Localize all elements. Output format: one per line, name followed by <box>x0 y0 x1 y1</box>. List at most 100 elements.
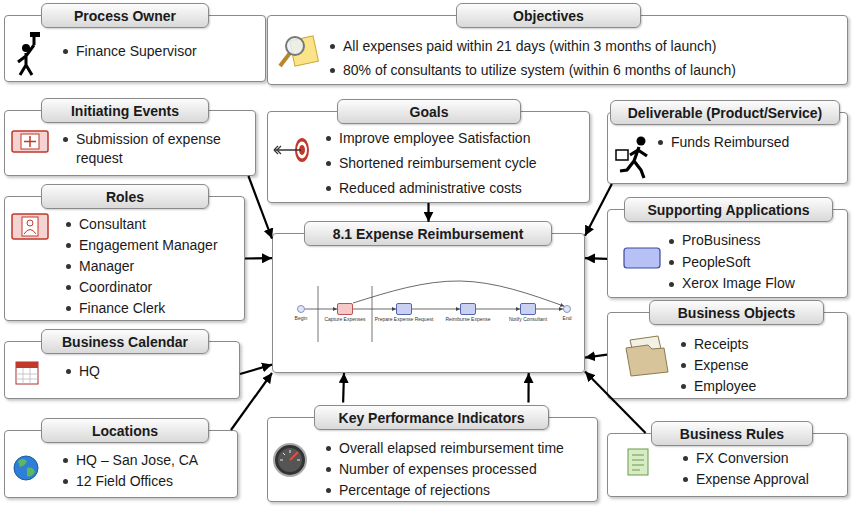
section-box: LocationsHQ – San Jose, CA12 Field Offic… <box>4 430 238 498</box>
section-heading: Roles <box>106 189 144 205</box>
section-heading: Business Objects <box>678 305 796 321</box>
bullet-text: All expenses paid within 21 days (within… <box>343 34 845 58</box>
section-tab: Business Rules <box>651 421 813 446</box>
section-heading: Business Calendar <box>62 334 188 350</box>
section-heading: Deliverable (Product/Service) <box>628 105 823 121</box>
section-heading: Process Owner <box>74 8 176 24</box>
section-box: GoalsImprove employee SatisfactionShorte… <box>267 111 590 203</box>
bullet-text: Finance Clerk <box>79 298 239 319</box>
section-body: Improve employee SatisfactionShortened r… <box>339 126 579 201</box>
section-body: HQ <box>79 361 229 382</box>
task-box: Reimburse Expense <box>460 303 476 315</box>
section-body: Overall elapsed reimbursement timeNumber… <box>339 438 594 501</box>
task-label: Capture Expenses <box>324 316 365 322</box>
bullet-text: Coordinator <box>79 277 239 298</box>
input-arrow <box>240 365 272 374</box>
section-box: Process OwnerFinance Supervisor <box>4 15 266 82</box>
section-tab: Key Performance Indicators <box>314 405 549 430</box>
bullet-text: Expense Approval <box>696 469 846 490</box>
bullet-text: PeopleSoft <box>682 252 842 274</box>
task-label: Prepare Expense Request <box>375 316 434 322</box>
section-body: Funds Reimbursed <box>671 131 841 153</box>
task-label: Notify Consultant <box>509 316 547 322</box>
event-circle: Begin <box>297 305 305 313</box>
task-box: Capture Expenses <box>337 303 353 315</box>
section-tab: Process Owner <box>41 3 209 28</box>
bullet-text: Expense <box>694 355 844 376</box>
section-box: RolesConsultantEngagement ManagerManager… <box>4 196 245 321</box>
section-tab: Goals <box>337 99 521 124</box>
section-heading: Goals <box>410 104 449 120</box>
section-tab: Roles <box>41 184 209 209</box>
section-tab: Supporting Applications <box>624 197 833 222</box>
section-heading: Locations <box>92 423 158 439</box>
bullet-text: ProBusiness <box>682 230 842 252</box>
bullet-text: Engagement Manager <box>79 235 239 256</box>
task-label: End <box>563 315 572 321</box>
section-tab: Initiating Events <box>41 98 209 123</box>
bullet-text: Employee <box>694 376 844 397</box>
section-heading: Business Rules <box>680 426 784 442</box>
section-box: Deliverable (Product/Service)Funds Reimb… <box>607 112 848 184</box>
task-box: Notify Consultant <box>520 303 536 315</box>
input-arrow <box>427 203 429 222</box>
bullet-text: 80% of consultants to utilize system (wi… <box>343 58 845 82</box>
bullet-text: Submission of expense request <box>76 130 241 168</box>
bullet-text: FX Conversion <box>696 448 846 469</box>
section-heading: Key Performance Indicators <box>339 410 525 426</box>
section-box: Business RulesFX ConversionExpense Appro… <box>607 433 848 497</box>
section-box: Business ObjectsReceiptsExpenseEmployee <box>607 312 848 399</box>
section-body: ProBusinessPeopleSoftXerox Image Flow <box>682 230 842 295</box>
input-arrow <box>245 257 272 259</box>
section-body: FX ConversionExpense Approval <box>696 448 846 490</box>
section-heading: Supporting Applications <box>647 202 809 218</box>
task-label: Reimburse Expense <box>445 316 490 322</box>
section-body: ReceiptsExpenseEmployee <box>694 334 844 397</box>
bullet-text: Manager <box>79 256 239 277</box>
event-outline <box>563 305 570 312</box>
section-tab: Objectives <box>456 3 641 28</box>
section-heading: Initiating Events <box>71 103 179 119</box>
bullet-text: Percentage of rejections <box>339 480 594 501</box>
input-arrow <box>342 373 345 403</box>
section-tab: Locations <box>41 418 209 443</box>
connector-group <box>231 176 646 433</box>
bullet-text: Xerox Image Flow <box>682 273 842 295</box>
section-box: ObjectivesAll expenses paid within 21 da… <box>267 15 848 85</box>
bullet-text: Shortened reimbursement cycle <box>339 151 579 176</box>
bullet-text: Receipts <box>694 334 844 355</box>
section-heading: Objectives <box>513 8 584 24</box>
bullet-text: Improve employee Satisfaction <box>339 126 579 151</box>
bullet-text: Reduced administrative costs <box>339 176 579 201</box>
section-body: All expenses paid within 21 days (within… <box>343 34 845 82</box>
section-tab: Business Calendar <box>41 329 209 354</box>
section-body: Submission of expense request <box>76 130 241 168</box>
input-arrow <box>585 355 607 358</box>
event-outline <box>297 305 304 312</box>
event-shape <box>563 305 571 313</box>
section-box: Supporting ApplicationsProBusinessPeople… <box>607 209 848 298</box>
event-circle: End <box>563 305 571 313</box>
section-tab: 8.1 Expense Reimbursement <box>304 221 552 246</box>
section-heading: 8.1 Expense Reimbursement <box>333 226 524 242</box>
section-tab: Business Objects <box>649 300 824 325</box>
section-box: Key Performance IndicatorsOverall elapse… <box>267 417 598 502</box>
bullet-text: HQ <box>79 361 229 382</box>
process-frame: 8.1 Expense ReimbursementBeginCapture Ex… <box>272 233 585 373</box>
input-arrow <box>585 257 607 260</box>
bullet-text: Consultant <box>79 214 239 235</box>
section-body: HQ – San Jose, CA12 Field Offices <box>76 450 236 492</box>
input-arrow <box>527 373 529 403</box>
task-box: Prepare Expense Request <box>396 303 412 315</box>
section-body: ConsultantEngagement ManagerManagerCoord… <box>79 214 239 319</box>
bullet-text: Finance Supervisor <box>76 40 261 62</box>
section-body: Finance Supervisor <box>76 40 261 62</box>
bullet-text: Overall elapsed reimbursement time <box>339 438 594 459</box>
section-box: Initiating EventsSubmission of expense r… <box>4 110 256 176</box>
bullet-text: Number of expenses processed <box>339 459 594 480</box>
section-box: Business CalendarHQ <box>4 341 240 399</box>
event-shape <box>297 305 305 313</box>
bullet-text: Funds Reimbursed <box>671 131 841 153</box>
bullet-text: HQ – San Jose, CA <box>76 450 236 471</box>
